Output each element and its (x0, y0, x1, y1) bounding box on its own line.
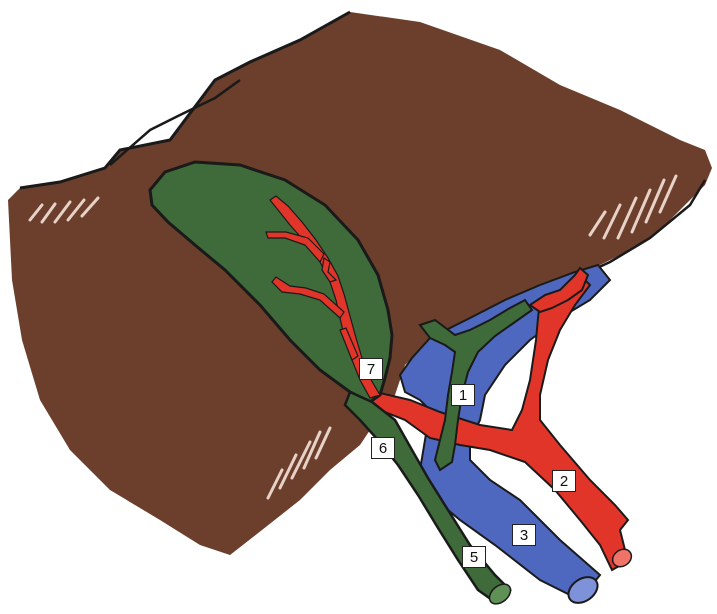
label-6: 6 (371, 437, 395, 459)
label-7: 7 (359, 358, 383, 380)
label-1: 1 (451, 384, 475, 406)
label-2: 2 (552, 470, 576, 492)
label-5: 5 (462, 546, 486, 568)
label-3: 3 (512, 524, 536, 546)
